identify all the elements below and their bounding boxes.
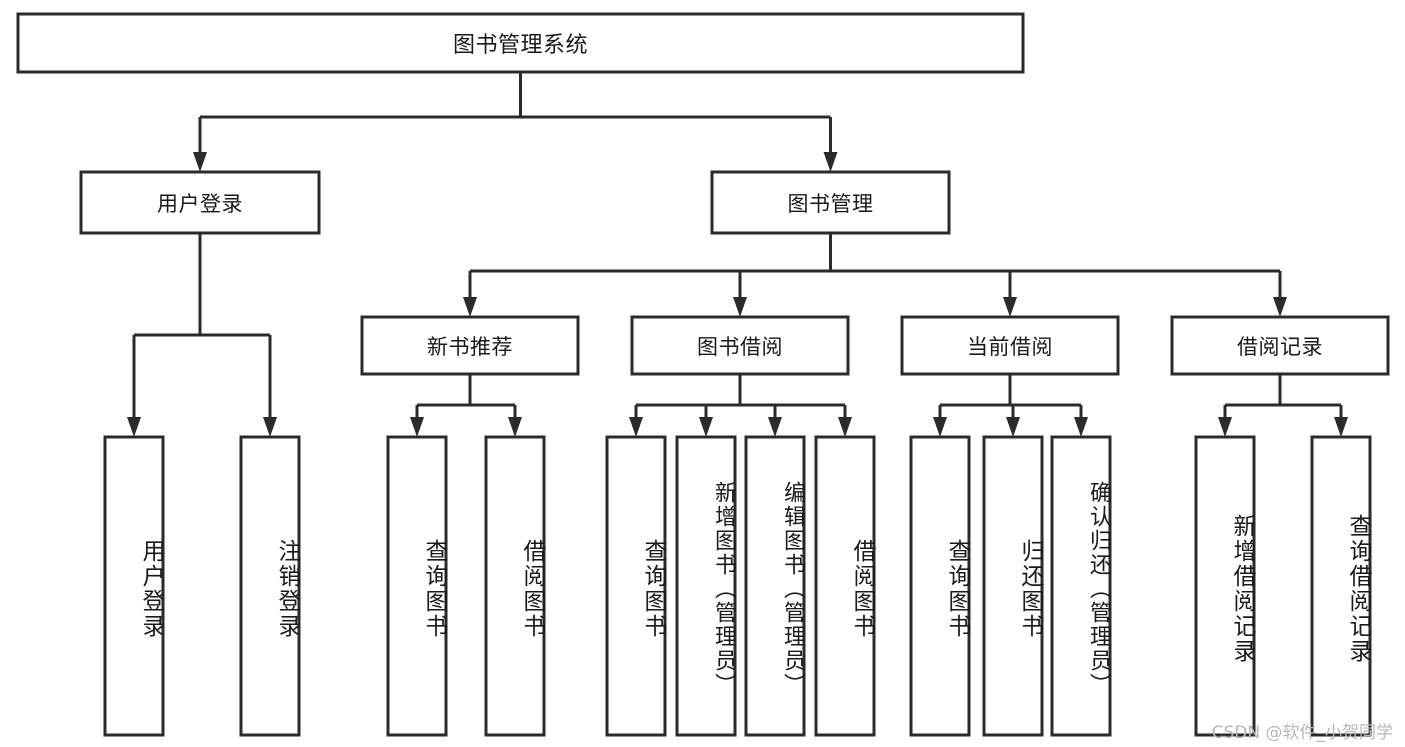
node-box-borrow-record[interactable] <box>1170 315 1390 376</box>
connector-lines <box>127 72 1348 437</box>
arrow-head-icon <box>699 417 713 437</box>
node-box-leaf-return-book[interactable] <box>982 435 1044 737</box>
node-box-leaf-user-login[interactable] <box>103 435 165 737</box>
node-box-user-login[interactable] <box>79 170 321 235</box>
arrow-head-icon <box>508 417 522 437</box>
arrow-head-icon <box>823 152 838 172</box>
node-box-leaf-confirm-return[interactable] <box>1050 435 1112 737</box>
arrow-head-icon <box>463 297 477 317</box>
arrow-head-icon <box>933 417 947 437</box>
arrow-head-icon <box>768 417 782 437</box>
node-box-leaf-borrow-book-2[interactable] <box>814 435 876 737</box>
node-box-book-manage[interactable] <box>710 170 951 235</box>
node-box-leaf-query-book-3[interactable] <box>909 435 971 737</box>
arrow-head-icon <box>629 417 643 437</box>
node-box-leaf-query-record[interactable] <box>1310 435 1372 737</box>
node-box-book-borrow[interactable] <box>630 315 850 376</box>
arrow-head-icon <box>1334 417 1348 437</box>
arrow-head-icon <box>193 152 207 172</box>
arrow-head-icon <box>1218 417 1232 437</box>
arrow-head-icon <box>1074 417 1088 437</box>
node-box-leaf-edit-book[interactable] <box>744 435 806 737</box>
arrow-head-icon <box>127 417 141 437</box>
node-box-leaf-borrow-book-1[interactable] <box>484 435 546 737</box>
arrow-head-icon <box>838 417 852 437</box>
arrow-head-icon <box>1003 297 1017 317</box>
node-box-new-book-recommend[interactable] <box>360 315 580 376</box>
node-box-leaf-query-book-2[interactable] <box>605 435 667 737</box>
arrow-head-icon <box>733 297 747 317</box>
watermark-text: CSDN @软件_小贺同学 <box>1211 723 1393 743</box>
arrow-head-icon <box>1006 417 1020 437</box>
arrow-head-icon <box>410 417 424 437</box>
arrow-head-icon <box>263 417 277 437</box>
node-box-current-borrow[interactable] <box>900 315 1120 376</box>
node-box-leaf-add-record[interactable] <box>1194 435 1256 737</box>
node-box-root[interactable] <box>16 12 1025 74</box>
arrow-head-icon <box>1273 297 1287 317</box>
node-box-leaf-user-logout[interactable] <box>239 435 301 737</box>
node-boxes <box>16 12 1390 737</box>
node-box-leaf-query-book-1[interactable] <box>386 435 448 737</box>
node-box-leaf-add-book[interactable] <box>675 435 737 737</box>
